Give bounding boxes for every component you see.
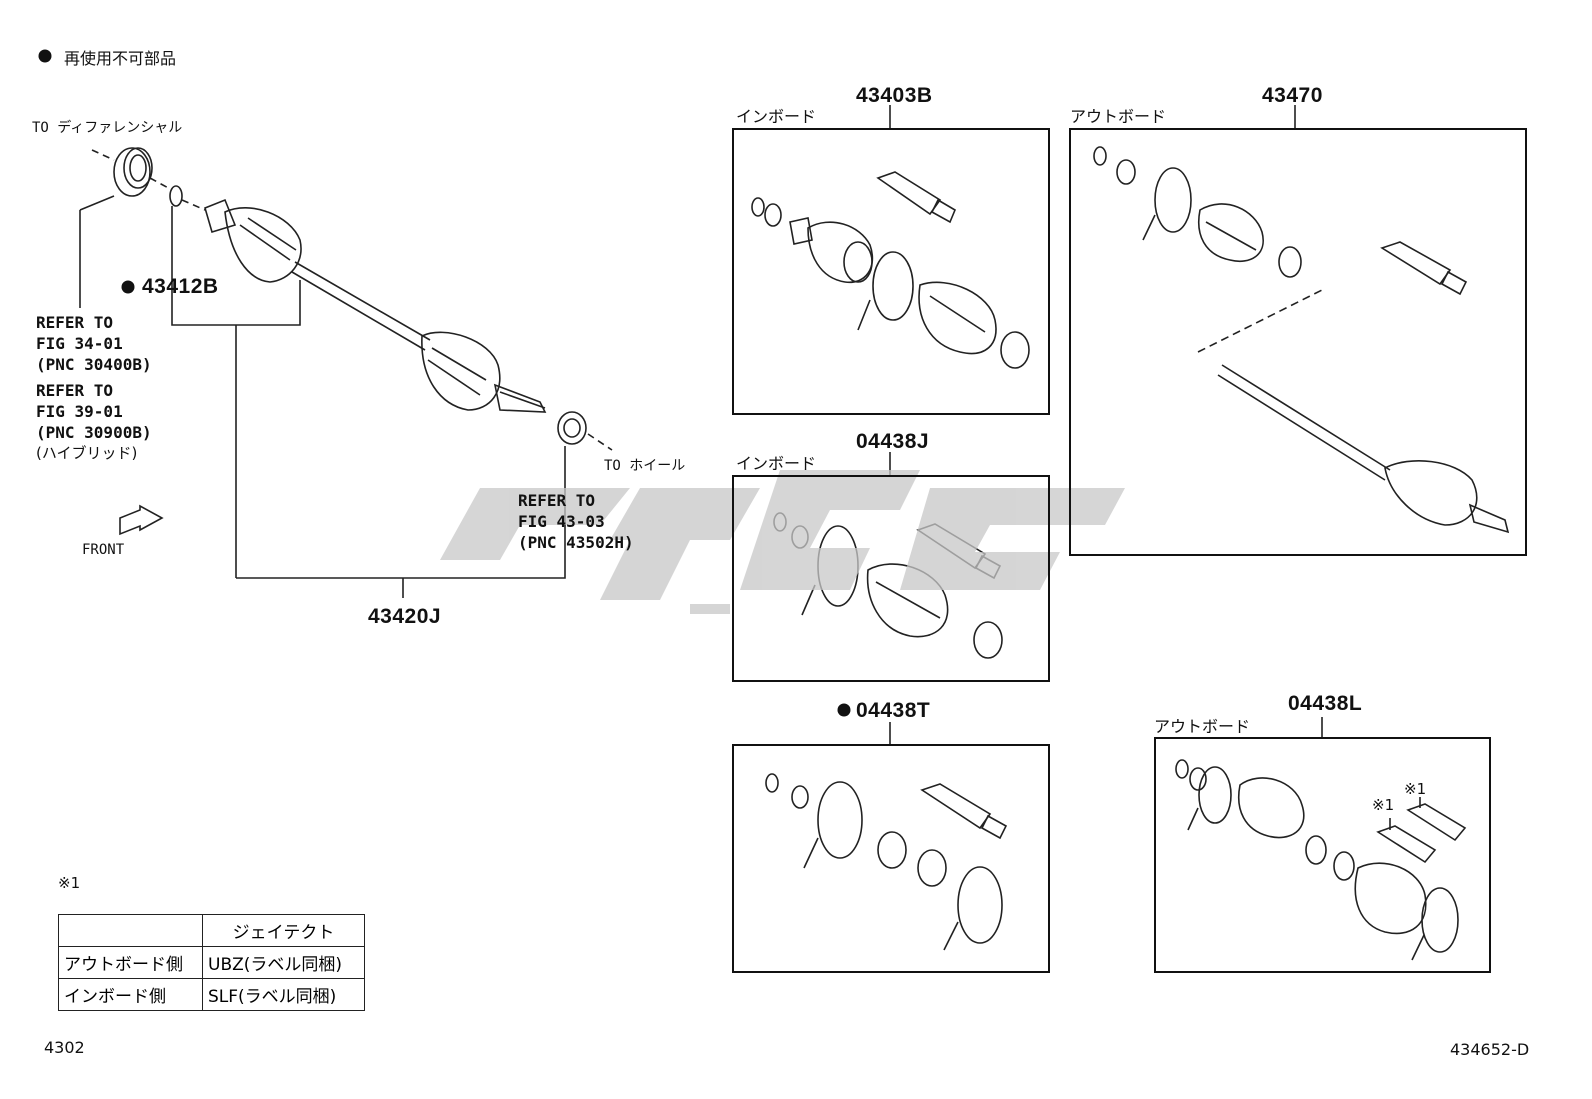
bullet-note: 再使用不可部品 <box>64 49 177 68</box>
refer-line: FIG 43-03 <box>518 512 605 531</box>
legend-cell: アウトボード側 <box>58 946 203 979</box>
inner-cv-joint-drawing <box>204 198 302 283</box>
kit-box-04438t <box>732 744 1050 973</box>
part-number-43412b: 43412B <box>142 275 219 298</box>
note-mark-1: ※1 <box>1372 796 1395 814</box>
kit-box-04438j <box>732 475 1050 682</box>
snap-ring-drawing <box>169 185 183 207</box>
legend-row: インボード側 SLF(ラベル同梱) <box>58 978 365 1011</box>
kit-04438l-drawing <box>1175 759 1467 961</box>
part-number-43420j: 43420J <box>368 605 442 628</box>
legend-row: アウトボード側 UBZ(ラベル同梱) <box>58 946 365 979</box>
refer-line: FIG 34-01 <box>36 334 123 353</box>
legend-cell: SLF(ラベル同梱) <box>202 978 365 1011</box>
bullet-dot-43412b <box>121 280 135 294</box>
kit-box-43470 <box>1069 128 1527 556</box>
oil-seal-drawing <box>113 147 153 197</box>
refer-line: (ハイブリッド) <box>36 444 138 462</box>
part-number-04438j: 04438J <box>856 430 930 453</box>
legend-table: ジェイテクト アウトボード側 UBZ(ラベル同梱) インボード側 SLF(ラベル… <box>58 914 365 1011</box>
refer-line: (PNC 30900B) <box>36 423 152 442</box>
part-number-43470: 43470 <box>1262 84 1323 107</box>
to-wheel-label: TO ホイール <box>604 458 686 474</box>
legend-header-cell: ジェイテクト <box>202 914 365 947</box>
front-arrow-drawing <box>119 504 164 536</box>
legend-cell: インボード側 <box>58 978 203 1011</box>
outboard-label-2: アウトボード <box>1154 717 1251 736</box>
inboard-label-1: インボード <box>736 107 817 126</box>
bullet-dot <box>38 49 52 63</box>
kit-04438t-drawing <box>765 773 1008 951</box>
part-number-04438l: 04438L <box>1288 692 1363 715</box>
part-number-04438t: 04438T <box>856 699 931 722</box>
kit-43470-drawing <box>1093 146 1510 534</box>
front-label: FRONT <box>82 542 125 558</box>
refer-line: FIG 39-01 <box>36 402 123 421</box>
inboard-label-2: インボード <box>736 454 817 473</box>
kit-box-04438l <box>1154 737 1491 973</box>
refer-block-1: REFER TO FIG 34-01 (PNC 30400B) <box>36 312 152 375</box>
refer-line: REFER TO <box>36 381 114 400</box>
note-mark-2: ※1 <box>1404 780 1427 798</box>
refer-line: (PNC 30400B) <box>36 355 152 374</box>
legend-cell: UBZ(ラベル同梱) <box>202 946 365 979</box>
part-number-43403b: 43403B <box>856 84 933 107</box>
outer-cv-joint-drawing <box>421 331 547 413</box>
legend-note: ※1 <box>58 874 81 892</box>
page-reference: 4302 <box>44 1038 85 1057</box>
refer-line: REFER TO <box>518 491 596 510</box>
to-differential-label: TO ディファレンシャル <box>32 120 183 136</box>
refer-line: REFER TO <box>36 313 114 332</box>
lock-nut-drawing <box>557 411 587 445</box>
outboard-label-1: アウトボード <box>1070 107 1167 126</box>
refer-block-2: REFER TO FIG 39-01 (PNC 30900B) (ハイブリッド) <box>36 380 152 464</box>
legend-header-row: ジェイテクト <box>58 914 365 947</box>
kit-box-43403b <box>732 128 1050 415</box>
bullet-dot-04438t <box>837 703 851 717</box>
watermark-logo <box>440 470 1125 614</box>
figure-code: 434652-D <box>1450 1040 1530 1059</box>
legend-header-cell <box>58 914 203 947</box>
kit-43403b-drawing <box>751 171 1030 369</box>
refer-line: (PNC 43502H) <box>518 533 634 552</box>
refer-block-3: REFER TO FIG 43-03 (PNC 43502H) <box>518 490 634 553</box>
